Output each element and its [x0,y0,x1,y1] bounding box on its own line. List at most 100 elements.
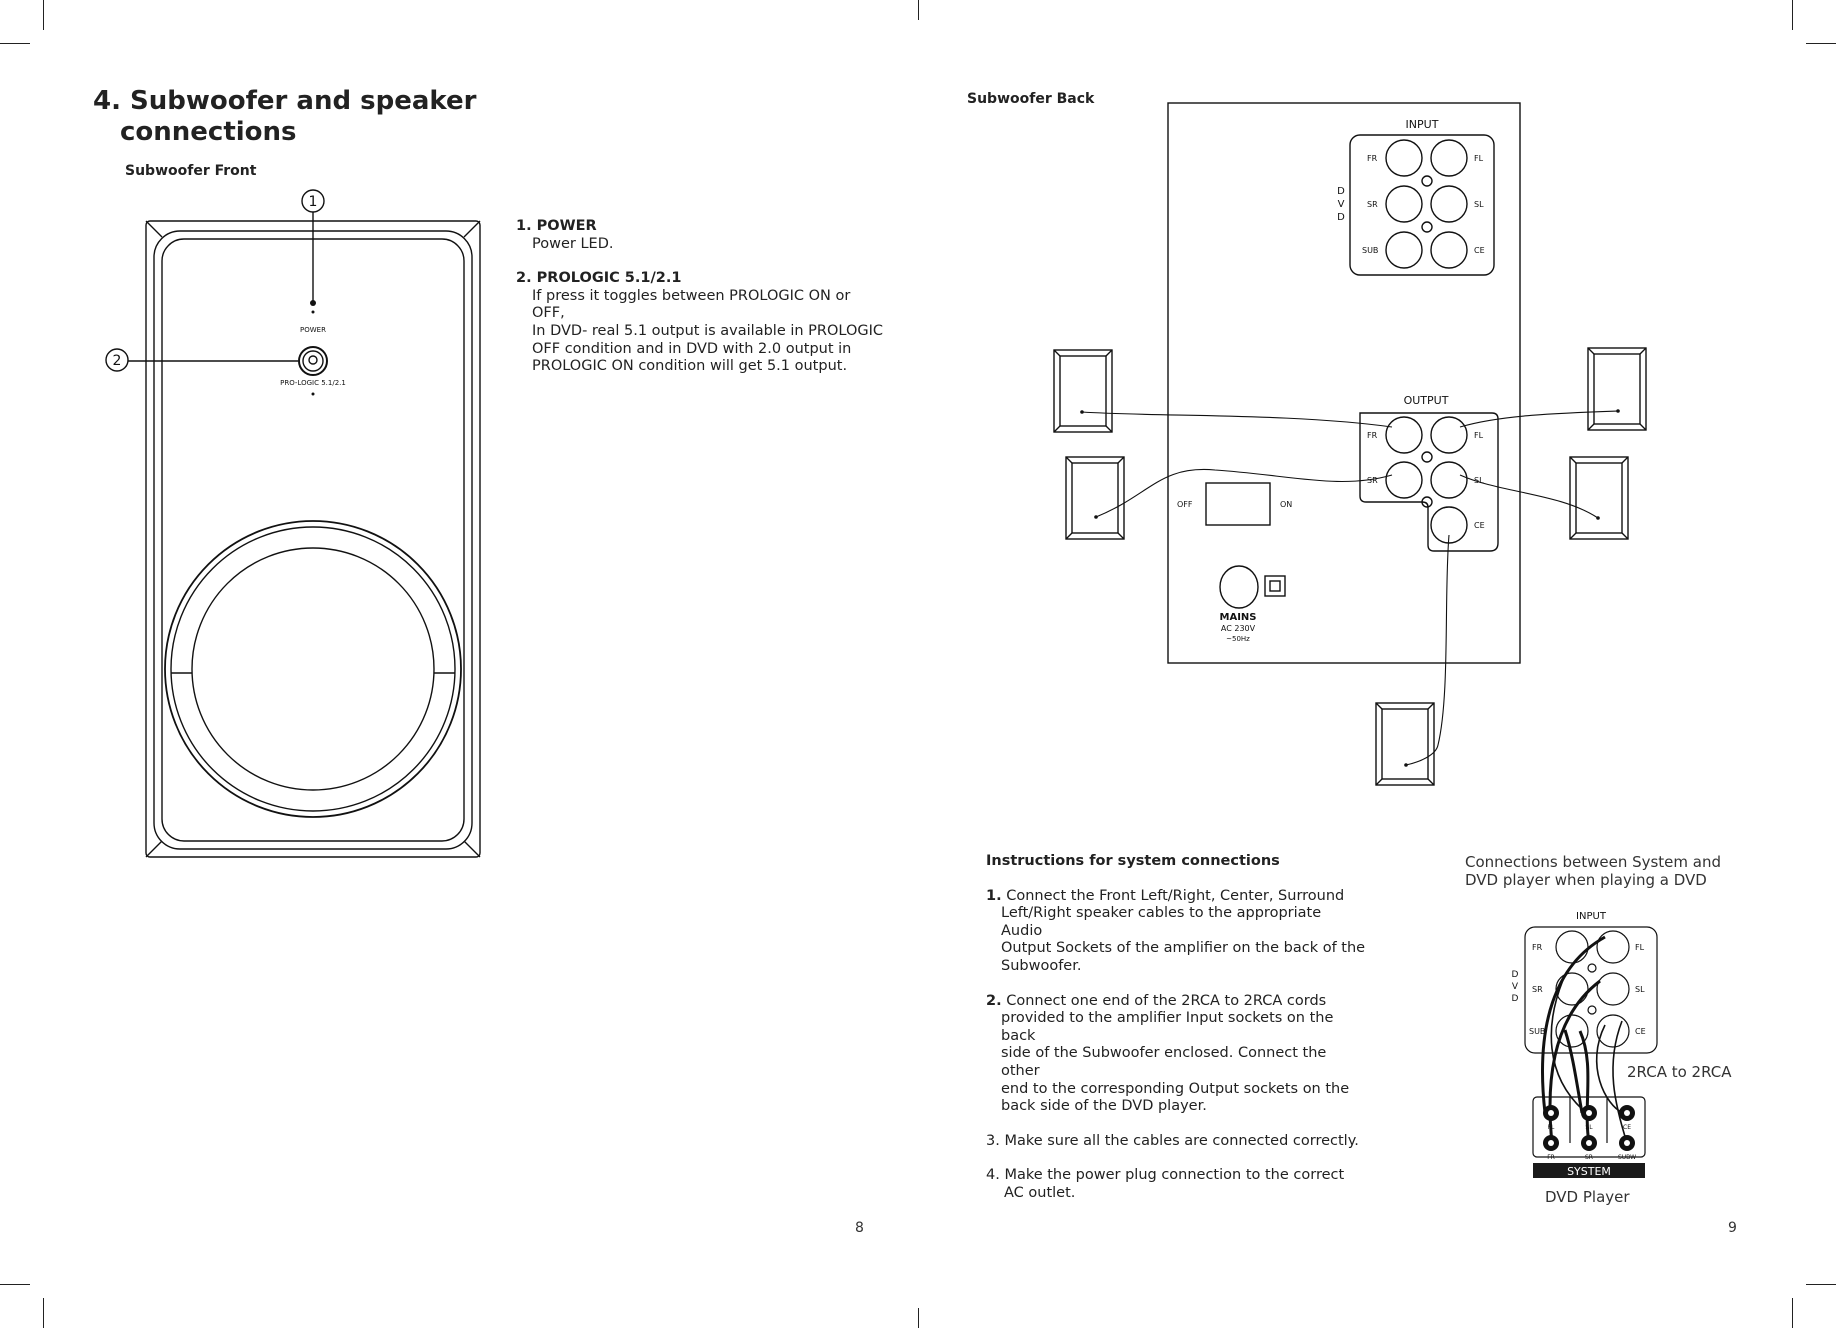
crop-mark [43,1298,44,1328]
jack-label: SR [1367,200,1378,209]
section-title-line1: 4. Subwoofer and speaker [93,86,477,116]
crop-mark [0,43,30,44]
system-jack-label: CE [1623,1124,1631,1131]
speaker-center [1375,702,1435,786]
system-jack-label: SUBW [1618,1154,1636,1161]
jack-label: SL [1474,200,1484,209]
connections-caption: Connections between System and DVD playe… [1465,853,1725,889]
step2-number: 2. [986,992,1002,1009]
wire-front-left [1081,411,1393,428]
jack-label: SR [1532,985,1543,994]
subwoofer-front-diagram: POWER PRO-LOGIC 5.1/2.1 1 2 [105,189,481,858]
step1-line: Output Sockets of the amplifier on the b… [1001,940,1366,957]
mains-socket [1219,565,1259,609]
wire-front-right [1459,410,1619,428]
crop-mark [918,0,919,20]
switch-on-label: ON [1280,500,1292,509]
connections-caption-line1: Connections between System and [1465,853,1722,871]
item1-title: 1. POWER [516,218,597,234]
leader-dot [310,300,316,306]
speaker-surround-left [1065,456,1125,540]
output-jack-fl [1430,416,1468,454]
step4-text: 4. Make the power plug connection to the… [986,1167,1345,1184]
dvd-letter: V [1338,199,1345,210]
callout-2-circle [105,348,129,372]
step1-line: Subwoofer. [1001,957,1082,974]
speaker-front-left [1053,349,1113,433]
jack-label: FL [1474,154,1484,163]
input-screw [1421,221,1433,233]
jack-label: FL [1635,943,1645,952]
output-jack-ce [1430,506,1468,544]
system-connection-instructions: Instructions for system connections 1. C… [986,853,1366,1203]
crop-mark [1792,0,1793,30]
power-switch[interactable] [1205,482,1271,526]
button-dot [311,392,315,396]
input-jack-sl [1430,185,1468,223]
switch-off-label: OFF [1177,500,1193,509]
step1-text: Connect the Front Left/Right, Center, Su… [1006,887,1345,904]
page-number-right: 9 [1728,1220,1737,1236]
crop-mark [918,1308,919,1328]
output-jack-sr [1385,461,1423,499]
output-jack-sl [1430,461,1468,499]
prologic-button[interactable] [298,346,328,376]
jack-label: SL [1474,476,1484,485]
system-jack-label: FL [1548,1124,1555,1131]
step1-number: 1. [986,887,1002,904]
page-number-left: 8 [855,1220,864,1236]
input-jack-sr [1385,185,1423,223]
system-jack-label: SR [1585,1154,1593,1161]
section-title-line2: connections [120,117,297,147]
input-jack-fl [1430,139,1468,177]
small-input-block [1524,926,1658,1054]
dvd-letter: V [1512,982,1519,992]
jack-label: SUB [1529,1027,1545,1036]
cabinet-outer [145,220,481,858]
jack-label: SR [1367,476,1378,485]
system-jack-label: SL [1585,1124,1593,1131]
woofer-outer-ring [164,520,462,818]
dvd-letter: D [1337,212,1345,223]
step1-line: Left/Right speaker cables to the appropr… [1001,905,1322,939]
output-jack-fr [1385,416,1423,454]
wire-surround-right [1459,474,1599,519]
dvd-letter: D [1512,970,1519,980]
double-insulation-icon-inner [1269,580,1281,592]
jack-label: FR [1367,431,1378,440]
wire-surround-left [1095,468,1393,518]
step3-text: 3. Make sure all the cables are connecte… [986,1132,1359,1149]
input-screw [1421,175,1433,187]
subwoofer-back-diagram: INPUT OUTPUT D V D FR FL SR SL SUB CE FR… [1053,102,1647,786]
jack-label: FL [1474,431,1484,440]
item2-title: 2. PROLOGIC 5.1/2.1 [516,270,682,287]
jack-label: FR [1367,154,1378,163]
system-bar [1533,1163,1645,1178]
step2-line: back side of the DVD player. [1001,1098,1207,1115]
panel-power-label: POWER [300,326,326,334]
output-label: OUTPUT [1404,394,1449,407]
feature-descriptions: 1. POWER Power LED. 2. PROLOGIC 5.1/2.1 … [516,218,886,376]
woofer-surround [170,526,456,812]
crop-mark [1792,1298,1793,1328]
double-insulation-icon [1264,575,1286,597]
section-title: 4. Subwoofer and speaker connections [93,86,476,148]
rca-cable [1550,979,1584,1111]
dvd-letter: D [1512,994,1519,1004]
power-led-icon [308,355,318,365]
system-label: SYSTEM [1567,1165,1611,1178]
crop-mark [1806,43,1836,44]
jack-label: FR [1532,943,1543,952]
dvd-connection-diagram: SYSTEM FL SL CE FR SR SUBW INPUT FR FL S… [1512,911,1658,1178]
input-label: INPUT [1406,118,1439,131]
item2-line: OFF condition and in DVD with 2.0 output… [532,340,852,357]
speaker-surround-right [1569,456,1629,540]
item2-line: If press it toggles between PROLOGIC ON … [532,287,851,322]
mains-frequency: ~50Hz [1226,635,1250,643]
step2-line: end to the corresponding Output sockets … [1001,1080,1350,1097]
step4-line: AC outlet. [1004,1184,1076,1201]
input-jack-sub [1385,231,1423,269]
small-input-label: INPUT [1576,911,1607,922]
callout-2-number: 2 [113,353,122,369]
wire-center [1405,534,1450,766]
